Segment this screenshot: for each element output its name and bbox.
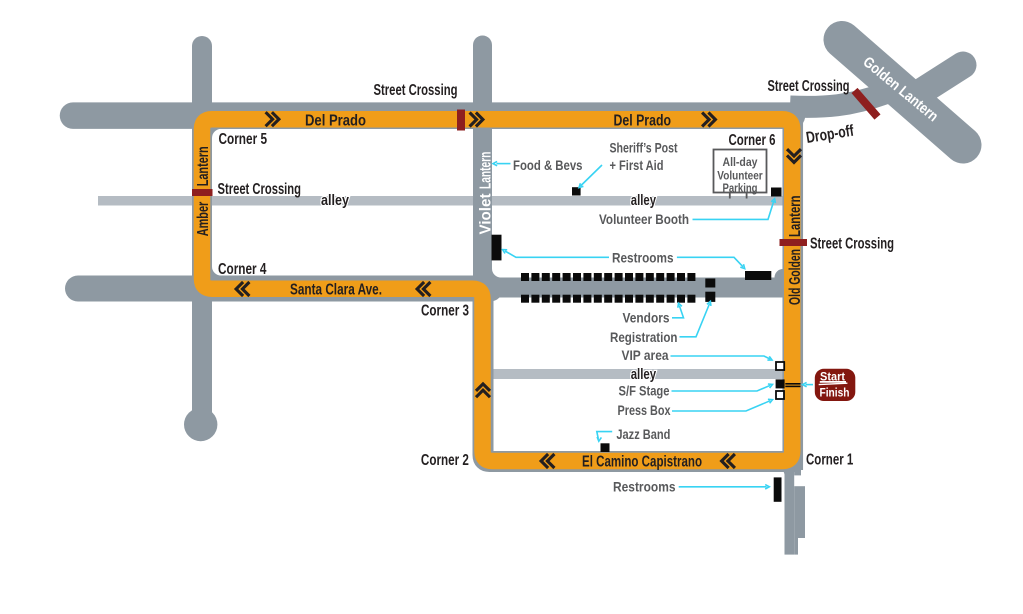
svg-text:Corner 2: Corner 2 [421, 452, 469, 469]
svg-text:Corner 4: Corner 4 [218, 261, 266, 278]
svg-text:Jazz Band: Jazz Band [616, 426, 670, 442]
svg-text:All-day: All-day [723, 155, 758, 169]
svg-text:Street Crossing: Street Crossing [810, 236, 894, 253]
svg-text:Restrooms: Restrooms [612, 249, 674, 265]
svg-text:Street Crossing: Street Crossing [768, 78, 850, 95]
svg-text:Corner 1: Corner 1 [806, 452, 853, 469]
svg-text:El Camino Capistrano: El Camino Capistrano [582, 453, 702, 470]
svg-text:Corner 5: Corner 5 [219, 131, 268, 148]
svg-text:alley: alley [631, 366, 657, 383]
svg-text:Registration: Registration [610, 329, 678, 345]
svg-text:Amber: Amber [195, 202, 212, 237]
svg-text:Food & Bevs: Food & Bevs [513, 157, 583, 173]
svg-text:Sheriff’s Post: Sheriff’s Post [610, 139, 678, 155]
svg-text:Press Box: Press Box [618, 402, 671, 418]
svg-text:Corner 3: Corner 3 [421, 303, 469, 320]
svg-text:Violet: Violet [477, 193, 494, 235]
svg-text:alley: alley [321, 192, 350, 209]
svg-text:Santa Clara Ave.: Santa Clara Ave. [290, 282, 382, 299]
svg-text:Lantern: Lantern [477, 152, 494, 189]
svg-text:VIP area: VIP area [622, 347, 669, 363]
svg-text:Vendors: Vendors [623, 310, 670, 326]
svg-text:Del Prado: Del Prado [305, 113, 366, 130]
svg-text:Street Crossing: Street Crossing [218, 181, 302, 198]
svg-text:Volunteer Booth: Volunteer Booth [599, 211, 689, 227]
svg-text:+ First Aid: + First Aid [610, 157, 664, 173]
svg-text:Lantern: Lantern [787, 195, 804, 237]
svg-text:S/F Stage: S/F Stage [619, 383, 670, 399]
svg-text:Old Golden: Old Golden [787, 249, 804, 305]
svg-text:Lantern: Lantern [195, 146, 212, 186]
svg-text:Corner 6: Corner 6 [729, 132, 776, 149]
svg-text:Street Crossing: Street Crossing [374, 82, 458, 99]
svg-text:Finish: Finish [820, 385, 850, 399]
svg-text:Volunteer: Volunteer [717, 168, 763, 182]
svg-text:Start: Start [820, 372, 845, 384]
svg-text:Del Prado: Del Prado [614, 113, 672, 130]
svg-text:Parking: Parking [723, 181, 758, 195]
svg-text:alley: alley [631, 192, 657, 209]
svg-text:Restrooms: Restrooms [613, 478, 676, 494]
